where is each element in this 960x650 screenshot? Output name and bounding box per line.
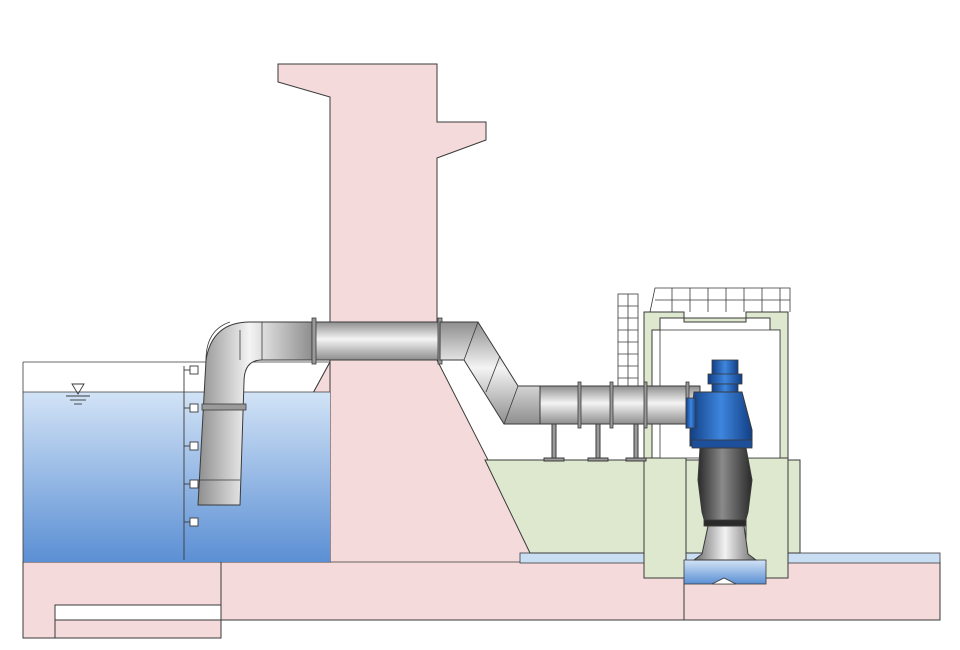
access-ladder bbox=[617, 293, 639, 391]
roof-railing bbox=[649, 287, 791, 313]
sensor-icon bbox=[184, 517, 199, 527]
intake-basin bbox=[22, 361, 330, 562]
sensor-icon bbox=[184, 441, 199, 451]
descending-pipe bbox=[439, 321, 701, 462]
sensor-icon bbox=[184, 403, 199, 413]
triangle-down-icon bbox=[66, 383, 90, 405]
sensor-icon bbox=[184, 479, 199, 489]
pump-pit bbox=[683, 559, 767, 585]
pump-icon bbox=[685, 359, 758, 561]
sensor-icon bbox=[184, 365, 199, 375]
level-sensor-ladder bbox=[183, 365, 199, 560]
horizontal-pipe bbox=[311, 317, 443, 365]
